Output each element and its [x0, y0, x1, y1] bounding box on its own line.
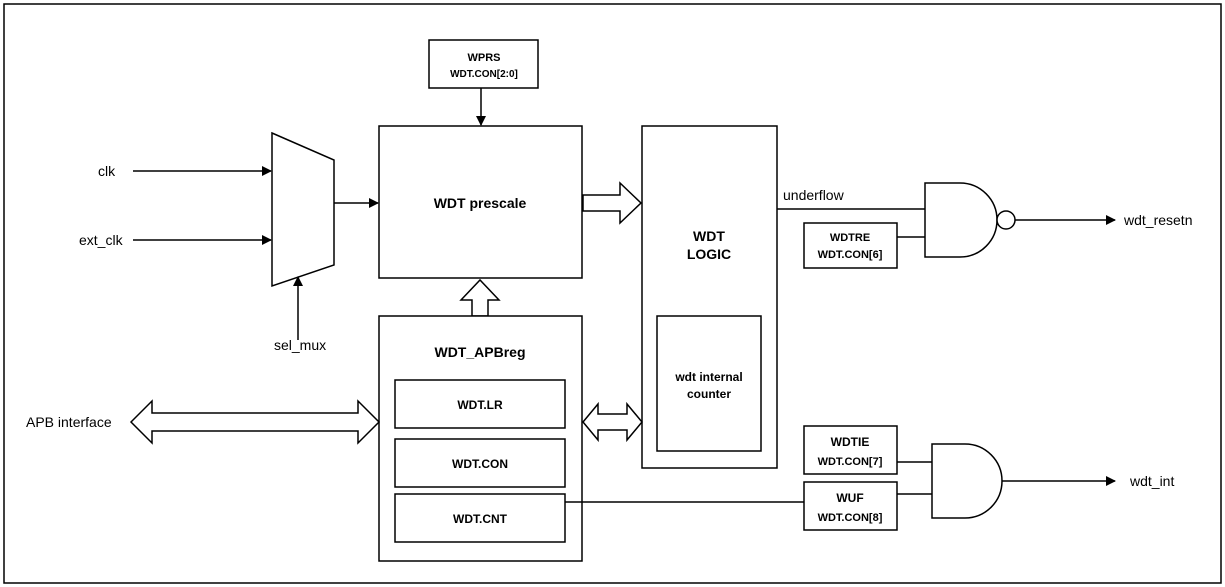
logic-label-line1: WDT — [693, 228, 725, 244]
clock-mux — [271, 131, 335, 288]
diagram-frame — [3, 3, 1222, 584]
wdtre-title: WDTRE — [830, 232, 870, 244]
apb-interface-arrow — [129, 399, 381, 445]
wdtie-reg: WDT.CON[7] — [818, 456, 883, 468]
apbreg-logic-arrow — [582, 401, 643, 443]
apb-interface-label: APB interface — [26, 414, 112, 430]
logic-label-line2: LOGIC — [687, 246, 731, 262]
wdt-resetn-label: wdt_resetn — [1123, 212, 1192, 228]
wdtre-box — [803, 222, 898, 269]
wdt-int-label: wdt_int — [1129, 473, 1174, 489]
wuf-title: WUF — [836, 491, 863, 505]
reg-lr-box — [394, 379, 566, 429]
wuf-reg: WDT.CON[8] — [818, 512, 883, 524]
counter-box — [656, 315, 762, 452]
wprs-reg: WDT.CON[2:0] — [450, 69, 518, 80]
apbreg-label: WDT_APBreg — [434, 344, 525, 360]
counter-label-line2: counter — [687, 387, 731, 401]
prescale-box — [378, 125, 583, 279]
prescale-to-logic-arrow — [582, 181, 643, 225]
reg-cnt-box — [394, 493, 566, 543]
prescale-label: WDT prescale — [434, 195, 527, 211]
underflow-label: underflow — [783, 187, 845, 203]
apbreg-to-prescale-arrow — [459, 278, 501, 317]
wdtie-box — [803, 425, 898, 475]
reg-lr-label: WDT.LR — [457, 398, 503, 412]
wprs-title: WPRS — [468, 52, 501, 64]
wdtre-reg: WDT.CON[6] — [818, 249, 883, 261]
wuf-box — [803, 481, 898, 531]
clk-label: clk — [98, 163, 116, 179]
reg-con-label: WDT.CON — [452, 457, 508, 471]
nand-gate — [924, 182, 998, 258]
wdtie-title: WDTIE — [831, 435, 870, 449]
reg-con-box — [394, 438, 566, 488]
wprs-box — [428, 39, 539, 89]
counter-label-line1: wdt internal — [674, 370, 742, 384]
reg-cnt-label: WDT.CNT — [453, 512, 508, 526]
ext-clk-label: ext_clk — [79, 232, 124, 248]
and-gate — [931, 443, 1003, 519]
sel-mux-label: sel_mux — [274, 337, 326, 353]
nand-bubble — [996, 210, 1016, 230]
